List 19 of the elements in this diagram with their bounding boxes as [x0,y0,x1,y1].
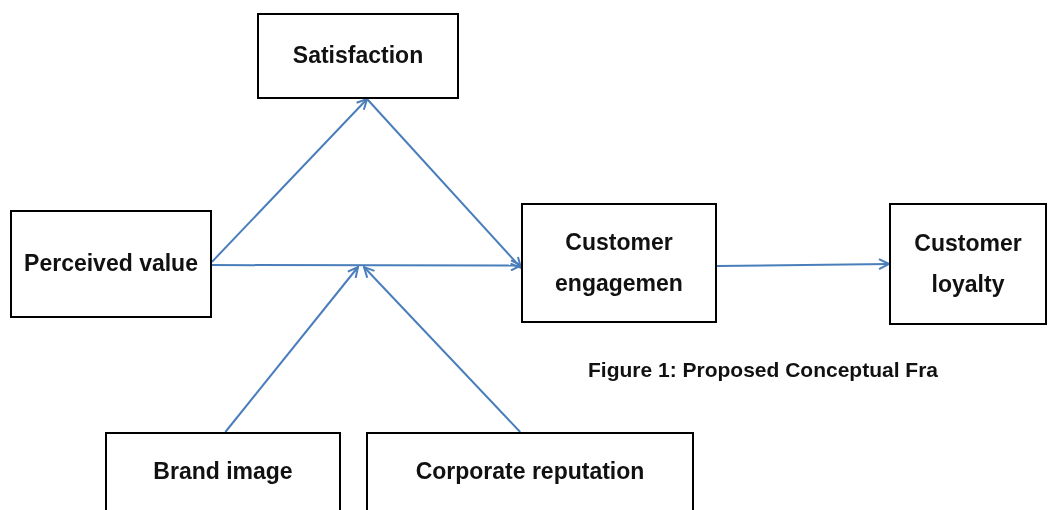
concept-box [105,432,341,510]
arrow [366,98,522,269]
concept-box [889,203,1047,325]
node-label: Brand image [153,457,293,487]
concept-box [366,432,694,510]
arrow [211,98,369,263]
arrow [211,259,522,272]
arrow [363,266,522,433]
arrow [716,258,890,271]
concept-box [10,210,212,318]
figure-caption: Figure 1: Proposed Conceptual Fra [588,358,939,382]
node-label: Perceived value [24,249,198,279]
node-label: Corporate reputation [415,457,645,487]
concept-box [521,203,717,323]
node-label: Satisfaction [292,41,424,71]
node-label: Customer engagemen [554,227,684,298]
arrow [224,266,359,433]
concept-box [257,13,459,99]
node-label: Customer loyalty [913,228,1023,299]
